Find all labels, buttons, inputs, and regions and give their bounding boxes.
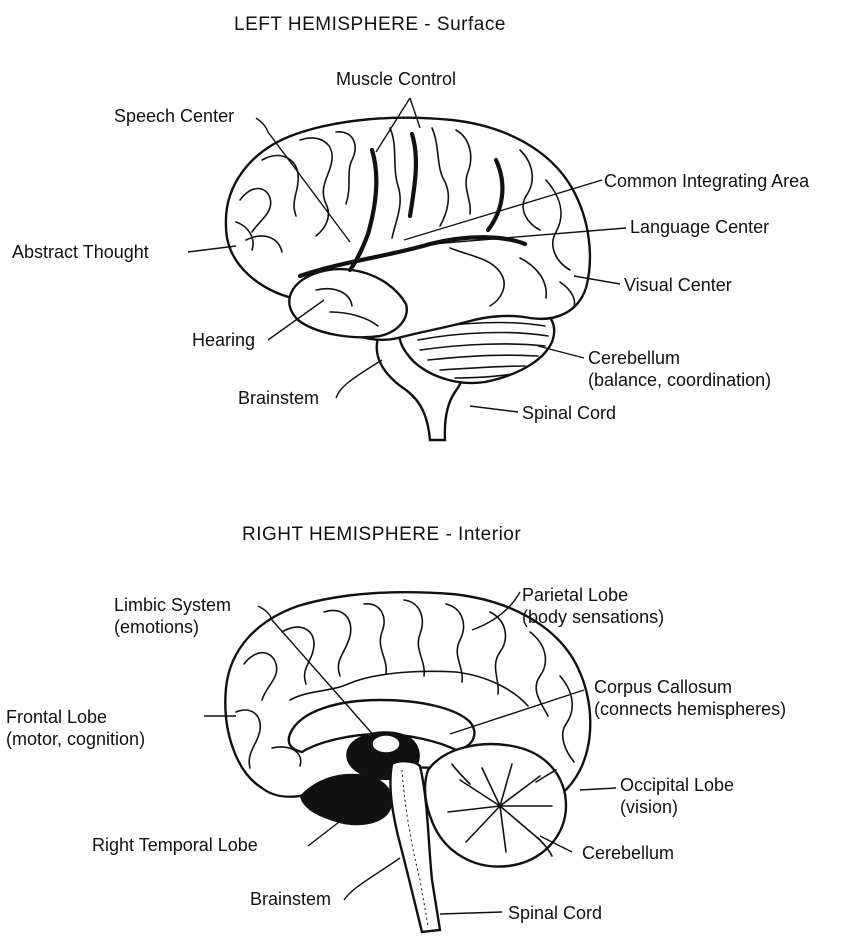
leader-abstract-thought bbox=[188, 246, 236, 252]
label-frontal-lobe-note: (motor, cognition) bbox=[6, 728, 145, 750]
label-language-center: Language Center bbox=[630, 216, 769, 238]
label-bottom-cerebellum: Cerebellum bbox=[582, 842, 674, 864]
label-top-cerebellum-name: Cerebellum bbox=[588, 347, 771, 369]
label-bottom-brainstem: Brainstem bbox=[250, 888, 331, 910]
leader-bottom-brainstem bbox=[344, 858, 400, 900]
label-visual-center: Visual Center bbox=[624, 274, 732, 296]
label-occipital-lobe-note: (vision) bbox=[620, 796, 734, 818]
label-speech-center: Speech Center bbox=[114, 105, 234, 127]
leader-top-spinal-cord bbox=[470, 406, 518, 412]
top-diagram-title: LEFT HEMISPHERE - Surface bbox=[234, 14, 506, 36]
label-frontal-lobe-name: Frontal Lobe bbox=[6, 706, 145, 728]
label-limbic-system-name: Limbic System bbox=[114, 594, 231, 616]
label-limbic-system: Limbic System (emotions) bbox=[114, 594, 231, 638]
label-top-cerebellum: Cerebellum (balance, coordination) bbox=[588, 347, 771, 391]
label-bottom-spinal-cord: Spinal Cord bbox=[508, 902, 602, 924]
label-parietal-lobe-note: (body sensations) bbox=[522, 606, 664, 628]
label-abstract-thought: Abstract Thought bbox=[12, 241, 149, 263]
label-occipital-lobe-name: Occipital Lobe bbox=[620, 774, 734, 796]
label-right-temporal-lobe: Right Temporal Lobe bbox=[92, 834, 258, 856]
label-corpus-callosum-name: Corpus Callosum bbox=[594, 676, 786, 698]
label-top-cerebellum-note: (balance, coordination) bbox=[588, 369, 771, 391]
label-limbic-system-note: (emotions) bbox=[114, 616, 231, 638]
label-frontal-lobe: Frontal Lobe (motor, cognition) bbox=[6, 706, 145, 750]
label-hearing: Hearing bbox=[192, 329, 255, 351]
label-top-spinal-cord: Spinal Cord bbox=[522, 402, 616, 424]
label-common-integrating-area: Common Integrating Area bbox=[604, 170, 809, 192]
leader-occipital-lobe bbox=[580, 788, 616, 790]
leader-bottom-spinal-cord bbox=[440, 912, 502, 914]
bottom-diagram-title: RIGHT HEMISPHERE - Interior bbox=[242, 524, 521, 546]
label-muscle-control: Muscle Control bbox=[336, 68, 456, 90]
label-corpus-callosum: Corpus Callosum (connects hemispheres) bbox=[594, 676, 786, 720]
label-top-brainstem: Brainstem bbox=[238, 387, 319, 409]
label-parietal-lobe-name: Parietal Lobe bbox=[522, 584, 664, 606]
top-cerebrum-shape bbox=[226, 118, 590, 340]
label-corpus-callosum-note: (connects hemispheres) bbox=[594, 698, 786, 720]
leader-top-brainstem bbox=[336, 360, 382, 398]
right-hemisphere-drawing bbox=[225, 592, 590, 932]
label-occipital-lobe: Occipital Lobe (vision) bbox=[620, 774, 734, 818]
label-parietal-lobe: Parietal Lobe (body sensations) bbox=[522, 584, 664, 628]
